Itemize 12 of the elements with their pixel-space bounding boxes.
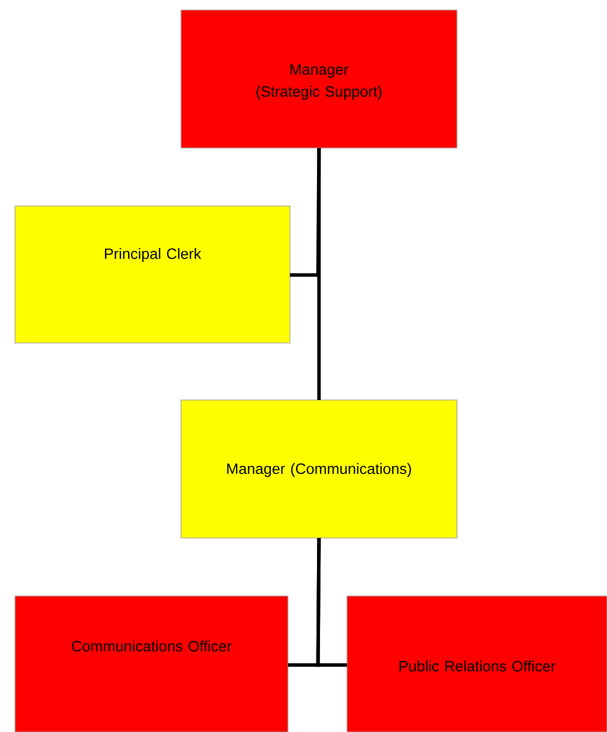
org-box (346, 596, 607, 732)
org-box (14, 206, 290, 344)
connector-line (317, 148, 321, 400)
box-label: Principal Clerk (104, 248, 202, 262)
org-box (180, 10, 458, 148)
box-label: Public Relations Officer (400, 660, 556, 672)
connector-line (316, 538, 347, 667)
box-label: Communications Officer (72, 640, 232, 652)
org-box (14, 596, 288, 732)
org-box (180, 400, 458, 538)
box-label: Manager (Strategic Support) (256, 64, 382, 100)
box-label: Manager (Communications) (227, 463, 411, 477)
